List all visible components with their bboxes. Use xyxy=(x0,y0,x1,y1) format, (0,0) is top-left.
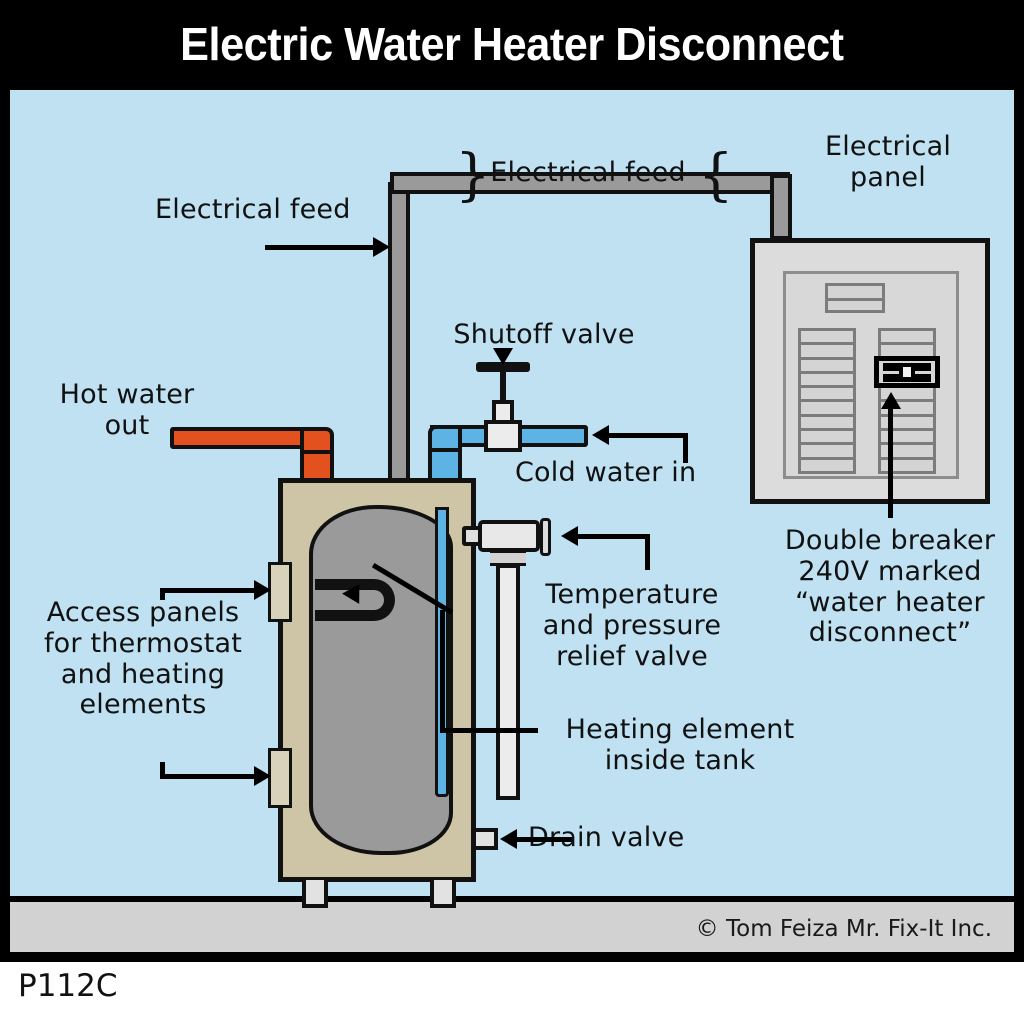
breaker-slot[interactable] xyxy=(881,331,933,346)
breaker-slot[interactable] xyxy=(801,460,853,471)
arrow-drain-valve xyxy=(500,829,517,849)
leader-access-lower-v xyxy=(160,762,165,776)
conduit-vertical-left xyxy=(388,182,410,492)
leader-electrical-feed-left xyxy=(265,245,375,250)
leader-cold-water-h xyxy=(608,433,688,438)
breaker-slot[interactable] xyxy=(881,402,933,417)
shutoff-valve-body[interactable] xyxy=(484,420,522,452)
access-panel-upper[interactable] xyxy=(268,562,292,622)
label-shutoff-valve: Shutoff valve xyxy=(453,319,635,350)
double-breaker-tie-handle[interactable] xyxy=(899,362,915,382)
leader-tp-valve xyxy=(578,534,650,539)
breaker-slot[interactable] xyxy=(801,417,853,432)
tp-relief-valve-body xyxy=(478,520,540,552)
page-title: Electric Water Heater Disconnect xyxy=(180,18,844,70)
label-double-breaker: Double breaker 240V marked “water heater… xyxy=(784,525,996,649)
breaker-column-left xyxy=(798,328,856,474)
brace-left: } xyxy=(455,143,491,208)
breaker-slot[interactable] xyxy=(801,374,853,389)
panel-interior xyxy=(783,271,959,479)
tp-relief-valve-inlet xyxy=(462,526,482,546)
leader-access-upper-h xyxy=(160,588,258,593)
label-hot-water-out: Hot water out xyxy=(59,379,195,441)
breaker-slot[interactable] xyxy=(881,431,933,446)
tp-discharge-pipe xyxy=(496,564,520,800)
leader-access-upper-v xyxy=(160,588,165,600)
breaker-slot[interactable] xyxy=(801,331,853,346)
access-panel-lower[interactable] xyxy=(268,748,292,808)
tp-relief-valve-lever[interactable] xyxy=(540,518,551,556)
breaker-slot[interactable] xyxy=(881,417,933,432)
brace-right: { xyxy=(698,143,734,208)
arrow-electrical-feed-left xyxy=(373,237,390,257)
arrow-double-breaker xyxy=(881,392,901,409)
cold-water-pipe-right xyxy=(518,425,588,447)
label-access-panels: Access panels for thermostat and heating… xyxy=(43,597,243,721)
breaker-slot[interactable] xyxy=(801,345,853,360)
shutoff-valve-stem xyxy=(500,372,506,404)
title-bar: Electric Water Heater Disconnect xyxy=(0,0,1024,88)
label-cold-water-in: Cold water in xyxy=(515,457,697,488)
leader-heating-element-h xyxy=(440,728,538,733)
arrow-tp-valve xyxy=(561,526,578,546)
floor-band xyxy=(10,896,1014,952)
water-heater-tank xyxy=(278,478,476,882)
shutoff-valve-handle[interactable] xyxy=(476,362,530,372)
main-breaker-divider xyxy=(828,298,882,301)
arrow-access-panel-lower xyxy=(254,766,271,786)
breaker-slot[interactable] xyxy=(881,445,933,460)
diagram-canvas: © Tom Feiza Mr. Fix-It Inc. } { Electric… xyxy=(10,90,1014,952)
breaker-slot[interactable] xyxy=(801,445,853,460)
arrow-cold-water-in xyxy=(592,425,609,445)
copyright-notice: © Tom Feiza Mr. Fix-It Inc. xyxy=(695,916,992,942)
label-heating-element: Heating element inside tank xyxy=(565,714,795,776)
main-breaker[interactable] xyxy=(825,283,885,313)
label-electrical-feed-top: Electrical feed xyxy=(490,157,686,188)
leader-access-lower-h xyxy=(160,774,258,779)
heating-element xyxy=(315,579,395,621)
tank-water-volume xyxy=(309,505,453,855)
label-electrical-feed-left: Electrical feed xyxy=(155,194,351,225)
breaker-slot[interactable] xyxy=(801,431,853,446)
arrow-shutoff-valve xyxy=(493,348,513,365)
drain-valve[interactable] xyxy=(472,828,498,850)
label-temperature-pressure: Temperature and pressure relief valve xyxy=(542,579,722,672)
arrow-access-panel-upper xyxy=(254,580,271,600)
breaker-slot[interactable] xyxy=(801,402,853,417)
hot-water-pipe-horizontal xyxy=(170,427,310,449)
breaker-slot[interactable] xyxy=(801,388,853,403)
leader-heating-element-riser xyxy=(440,610,445,730)
breaker-slot[interactable] xyxy=(801,360,853,374)
leader-drain-valve xyxy=(516,837,572,842)
double-breaker-240v[interactable] xyxy=(874,356,940,388)
electrical-panel xyxy=(750,238,990,504)
tank-leg-left xyxy=(302,880,328,908)
leader-tp-valve-v xyxy=(645,534,650,570)
label-electrical-panel: Electrical panel xyxy=(824,131,952,193)
tank-leg-right xyxy=(430,880,456,908)
leader-double-breaker xyxy=(888,408,893,518)
plate-code: P112C xyxy=(18,968,118,1004)
breaker-slot[interactable] xyxy=(881,388,933,403)
leader-cold-water-v xyxy=(683,433,688,463)
